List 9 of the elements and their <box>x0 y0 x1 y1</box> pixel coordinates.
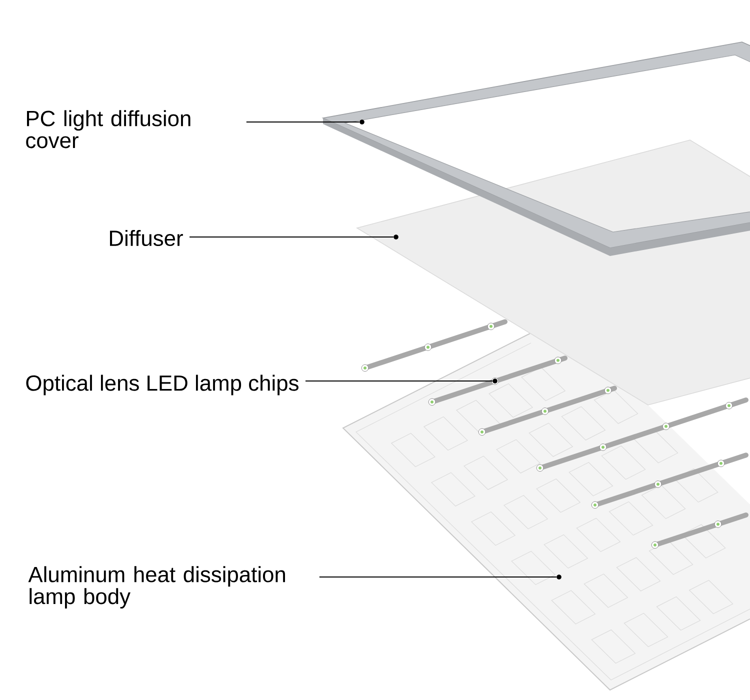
lamp-body-drawing <box>342 333 750 691</box>
part-label: Optical lens LED lamp chips <box>26 374 298 396</box>
leader-line <box>305 380 493 382</box>
part-label: Diffuser <box>110 230 183 246</box>
part-label: Aluminum heat dissipation lamp body <box>28 566 285 609</box>
leader-line <box>189 236 394 238</box>
part-label: PC light diffusion cover <box>26 110 190 148</box>
leader-line <box>318 576 557 578</box>
led-strip-drawing <box>361 319 748 549</box>
